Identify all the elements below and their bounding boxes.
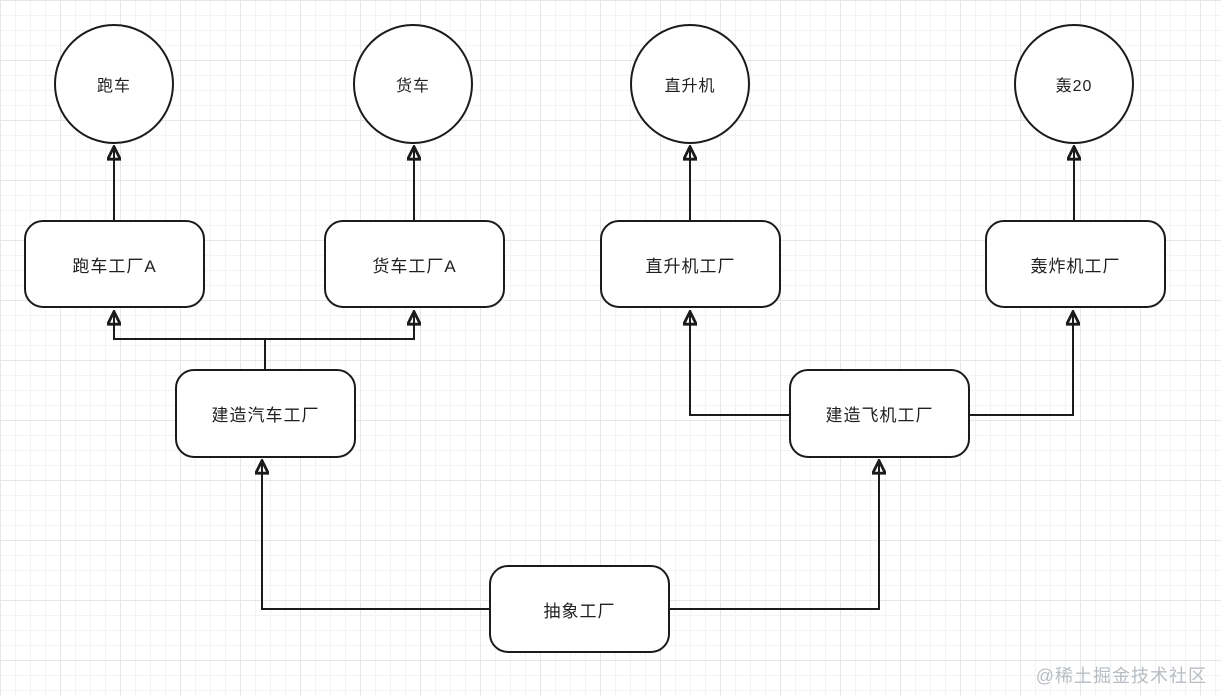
node-truck-label: 货车: [395, 78, 430, 95]
node-helicopter-factory: 直升机工厂: [600, 220, 781, 308]
node-helicopter: 直升机: [630, 24, 750, 144]
node-sports-car-label: 跑车: [96, 78, 131, 95]
node-sports-car-factory-label: 跑车工厂A: [72, 256, 157, 276]
node-h20-label: 轰20: [1055, 78, 1093, 95]
node-truck-factory: 货车工厂A: [324, 220, 505, 308]
edge-planebuilder-to-bomberfactory: [968, 313, 1073, 416]
node-car-factory-builder-label: 建造汽车工厂: [211, 406, 320, 425]
edge-abstractfactory-to-planebuilder: [669, 462, 879, 610]
node-sports-car-factory: 跑车工厂A: [24, 220, 205, 308]
edge-carbuilder-to-sportscarfactory: [114, 313, 265, 340]
watermark: @稀土掘金技术社区: [1035, 666, 1207, 686]
node-helicopter-factory-label: 直升机工厂: [645, 256, 736, 276]
edge-abstractfactory-to-carbuilder: [262, 462, 489, 610]
node-helicopter-label: 直升机: [664, 78, 716, 95]
edge-planebuilder-to-helicopterfactory: [690, 313, 790, 416]
node-car-factory-builder: 建造汽车工厂: [175, 369, 356, 458]
node-bomber-factory-label: 轰炸机工厂: [1030, 256, 1121, 276]
node-bomber-factory: 轰炸机工厂: [985, 220, 1166, 308]
node-plane-factory-builder-label: 建造飞机工厂: [825, 406, 934, 425]
node-sports-car: 跑车: [54, 24, 174, 144]
edge-carbuilder-to-truckfactory: [265, 313, 414, 340]
node-plane-factory-builder: 建造飞机工厂: [789, 369, 970, 458]
node-truck-factory-label: 货车工厂A: [372, 256, 457, 276]
node-truck: 货车: [353, 24, 473, 144]
node-abstract-factory: 抽象工厂: [489, 565, 670, 653]
node-h20: 轰20: [1014, 24, 1134, 144]
node-abstract-factory-label: 抽象工厂: [543, 601, 616, 621]
